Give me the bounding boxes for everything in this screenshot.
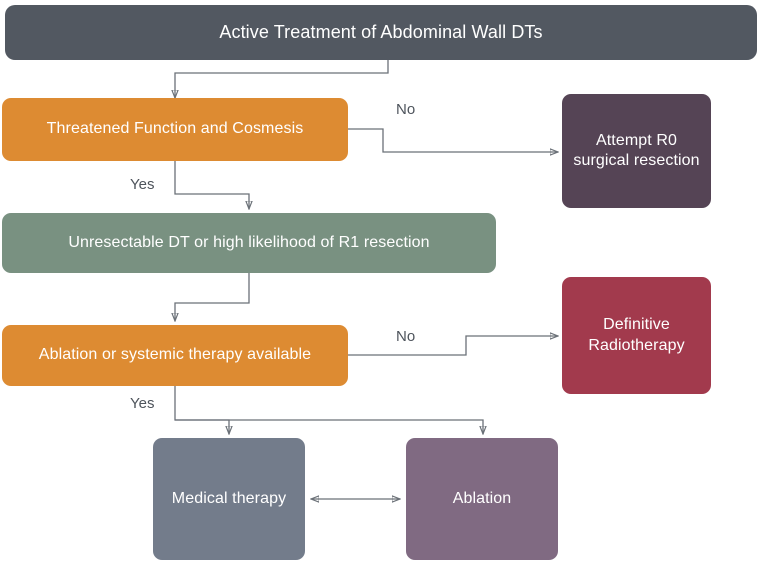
node-ablation-or-systemic-therapy-available[interactable]: Ablation or systemic therapy available: [2, 325, 348, 386]
edge-threatened-to-unresectable: [174, 161, 249, 209]
edge-label-yes-ablation-available: Yes: [130, 395, 155, 412]
edge-header-to-threatened: [175, 60, 389, 98]
node-threatened-function-cosmesis[interactable]: Threatened Function and Cosmesis: [2, 98, 348, 161]
node-ablation[interactable]: Ablation: [406, 438, 558, 560]
node-medical-therapy[interactable]: Medical therapy: [153, 438, 305, 560]
node-definitive-radiotherapy[interactable]: Definitive Radiotherapy: [562, 277, 711, 394]
edge-ablation-available-to-ablation: [175, 419, 483, 434]
edge-unresectable-to-ablation-available: [175, 273, 250, 321]
edge-ablation-available-to-medical: [174, 386, 229, 434]
node-active-treatment-header[interactable]: Active Treatment of Abdominal Wall DTs: [5, 5, 757, 60]
node-unresectable-dt[interactable]: Unresectable DT or high likelihood of R1…: [2, 213, 496, 273]
edge-threatened-to-attempt: [348, 128, 558, 152]
edge-ablation-available-to-radiotherapy: [348, 336, 558, 356]
edge-label-no-threatened: No: [396, 101, 416, 118]
edge-label-yes-threatened: Yes: [130, 176, 155, 193]
node-attempt-r0-surgical-resection[interactable]: Attempt R0 surgical resection: [562, 94, 711, 208]
edge-label-no-ablation-available: No: [396, 328, 416, 345]
